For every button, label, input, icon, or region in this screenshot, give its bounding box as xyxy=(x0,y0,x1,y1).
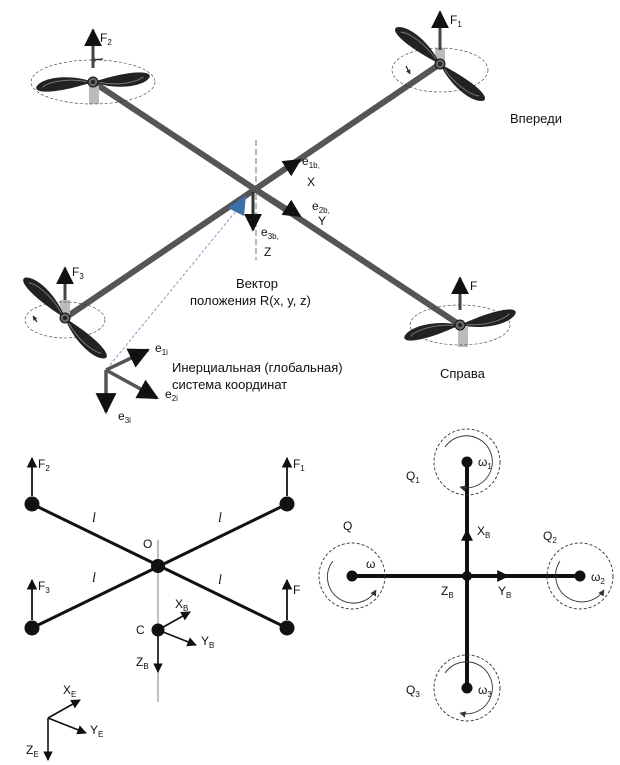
label-w3: ω3 xyxy=(478,683,492,699)
label-w2: ω2 xyxy=(591,570,605,586)
motor-node-1 xyxy=(279,496,295,512)
axis-e2b xyxy=(255,186,302,218)
label-position-vector-1: Вектор xyxy=(236,276,278,291)
label-e3i: e3i xyxy=(118,409,131,425)
label-o: O xyxy=(143,537,152,551)
bl-label-f2: F2 xyxy=(38,457,50,473)
axis-e1b xyxy=(255,158,302,190)
label-f1: F1 xyxy=(450,13,462,29)
arm-label-4: l xyxy=(218,573,222,588)
br-label-zb: ZB xyxy=(441,584,454,600)
label-xe: XE xyxy=(63,683,76,699)
pr-node-1 xyxy=(461,456,473,468)
label-e1i: e1i xyxy=(155,341,168,357)
label-inertial-2: система координат xyxy=(172,377,287,392)
label-q4: Q xyxy=(343,519,352,533)
pr-node-2 xyxy=(574,570,586,582)
motor-node-3 xyxy=(24,620,40,636)
motor-node-4 xyxy=(279,620,295,636)
bl-label-f1: F1 xyxy=(293,457,305,473)
label-e2b: e2b, xyxy=(312,199,330,215)
arm-label-3: l xyxy=(92,571,96,586)
inertial-frame xyxy=(95,348,159,415)
rotor-2 xyxy=(30,53,156,111)
label-ze: ZE xyxy=(26,743,39,759)
center-node xyxy=(151,559,165,573)
label-ye: YE xyxy=(90,723,103,739)
label-w1: ω1 xyxy=(478,455,492,471)
bl-label-xb: XB xyxy=(175,597,188,613)
label-right: Справа xyxy=(440,366,486,381)
label-e2i: e2i xyxy=(165,387,178,403)
label-e1b: e1b, xyxy=(302,154,320,170)
arm-label-1: l xyxy=(92,511,96,526)
label-q1: Q1 xyxy=(406,469,420,485)
label-position-vector-2: положения R(x, y, z) xyxy=(190,293,311,308)
quad-arms xyxy=(62,61,463,328)
rotor-3 xyxy=(10,273,120,363)
arm-label-2: l xyxy=(218,511,222,526)
bl-label-f3: F3 xyxy=(38,579,50,595)
label-front: Впереди xyxy=(510,111,562,126)
label-z: Z xyxy=(264,245,271,259)
label-x: X xyxy=(307,175,315,189)
pr-node-3 xyxy=(461,682,473,694)
label-inertial-1: Инерциальная (глобальная) xyxy=(172,360,343,375)
motor-node-2 xyxy=(24,496,40,512)
br-label-xb: XB xyxy=(477,524,490,540)
br-label-yb: YB xyxy=(498,584,511,600)
position-vector xyxy=(109,199,246,366)
top-3d-quadcopter: F2 F1 F3 F Впереди Справа e1b, X e2b, Y … xyxy=(10,10,562,425)
label-c: C xyxy=(136,623,145,637)
bottom-left-schematic: F2 F1 F3 F l l l l O C XB YB ZB XE YE ZE xyxy=(24,456,305,761)
label-f4: F xyxy=(470,279,477,293)
bl-label-yb: YB xyxy=(201,634,214,650)
label-f2: F2 xyxy=(100,31,112,47)
bl-label-f4: F xyxy=(293,583,300,597)
label-q2: Q2 xyxy=(543,529,557,545)
label-f3: F3 xyxy=(72,265,84,281)
bl-label-zb: ZB xyxy=(136,655,149,671)
label-q3: Q3 xyxy=(406,683,420,699)
position-vector-head xyxy=(228,195,246,216)
label-w4: ω xyxy=(366,557,375,571)
label-e3b: e3b, xyxy=(261,225,279,241)
label-y: Y xyxy=(318,214,326,228)
bottom-right-plus-schematic: ω1 ω2 ω3 ω Q1 Q2 Q3 Q XB YB ZB xyxy=(318,428,614,722)
pr-node-4 xyxy=(346,570,358,582)
